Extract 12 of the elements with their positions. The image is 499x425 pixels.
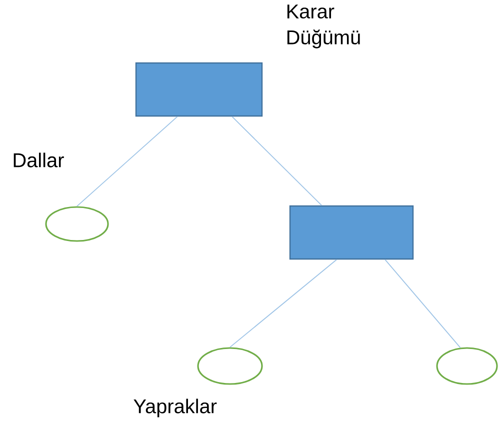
branch-line <box>232 116 322 206</box>
decision-box <box>289 205 414 260</box>
text-label: Dallar <box>14 152 64 168</box>
decision-box <box>135 62 263 117</box>
branch-line <box>384 259 461 348</box>
branch-line <box>230 259 338 348</box>
text-label: Yapraklar <box>134 398 217 418</box>
branch-line <box>76 116 178 207</box>
node-caption: Karar Düğümü <box>287 4 360 48</box>
leaf-circle <box>45 206 109 242</box>
leaf-circle <box>436 347 498 385</box>
leaf-circle <box>197 347 263 385</box>
